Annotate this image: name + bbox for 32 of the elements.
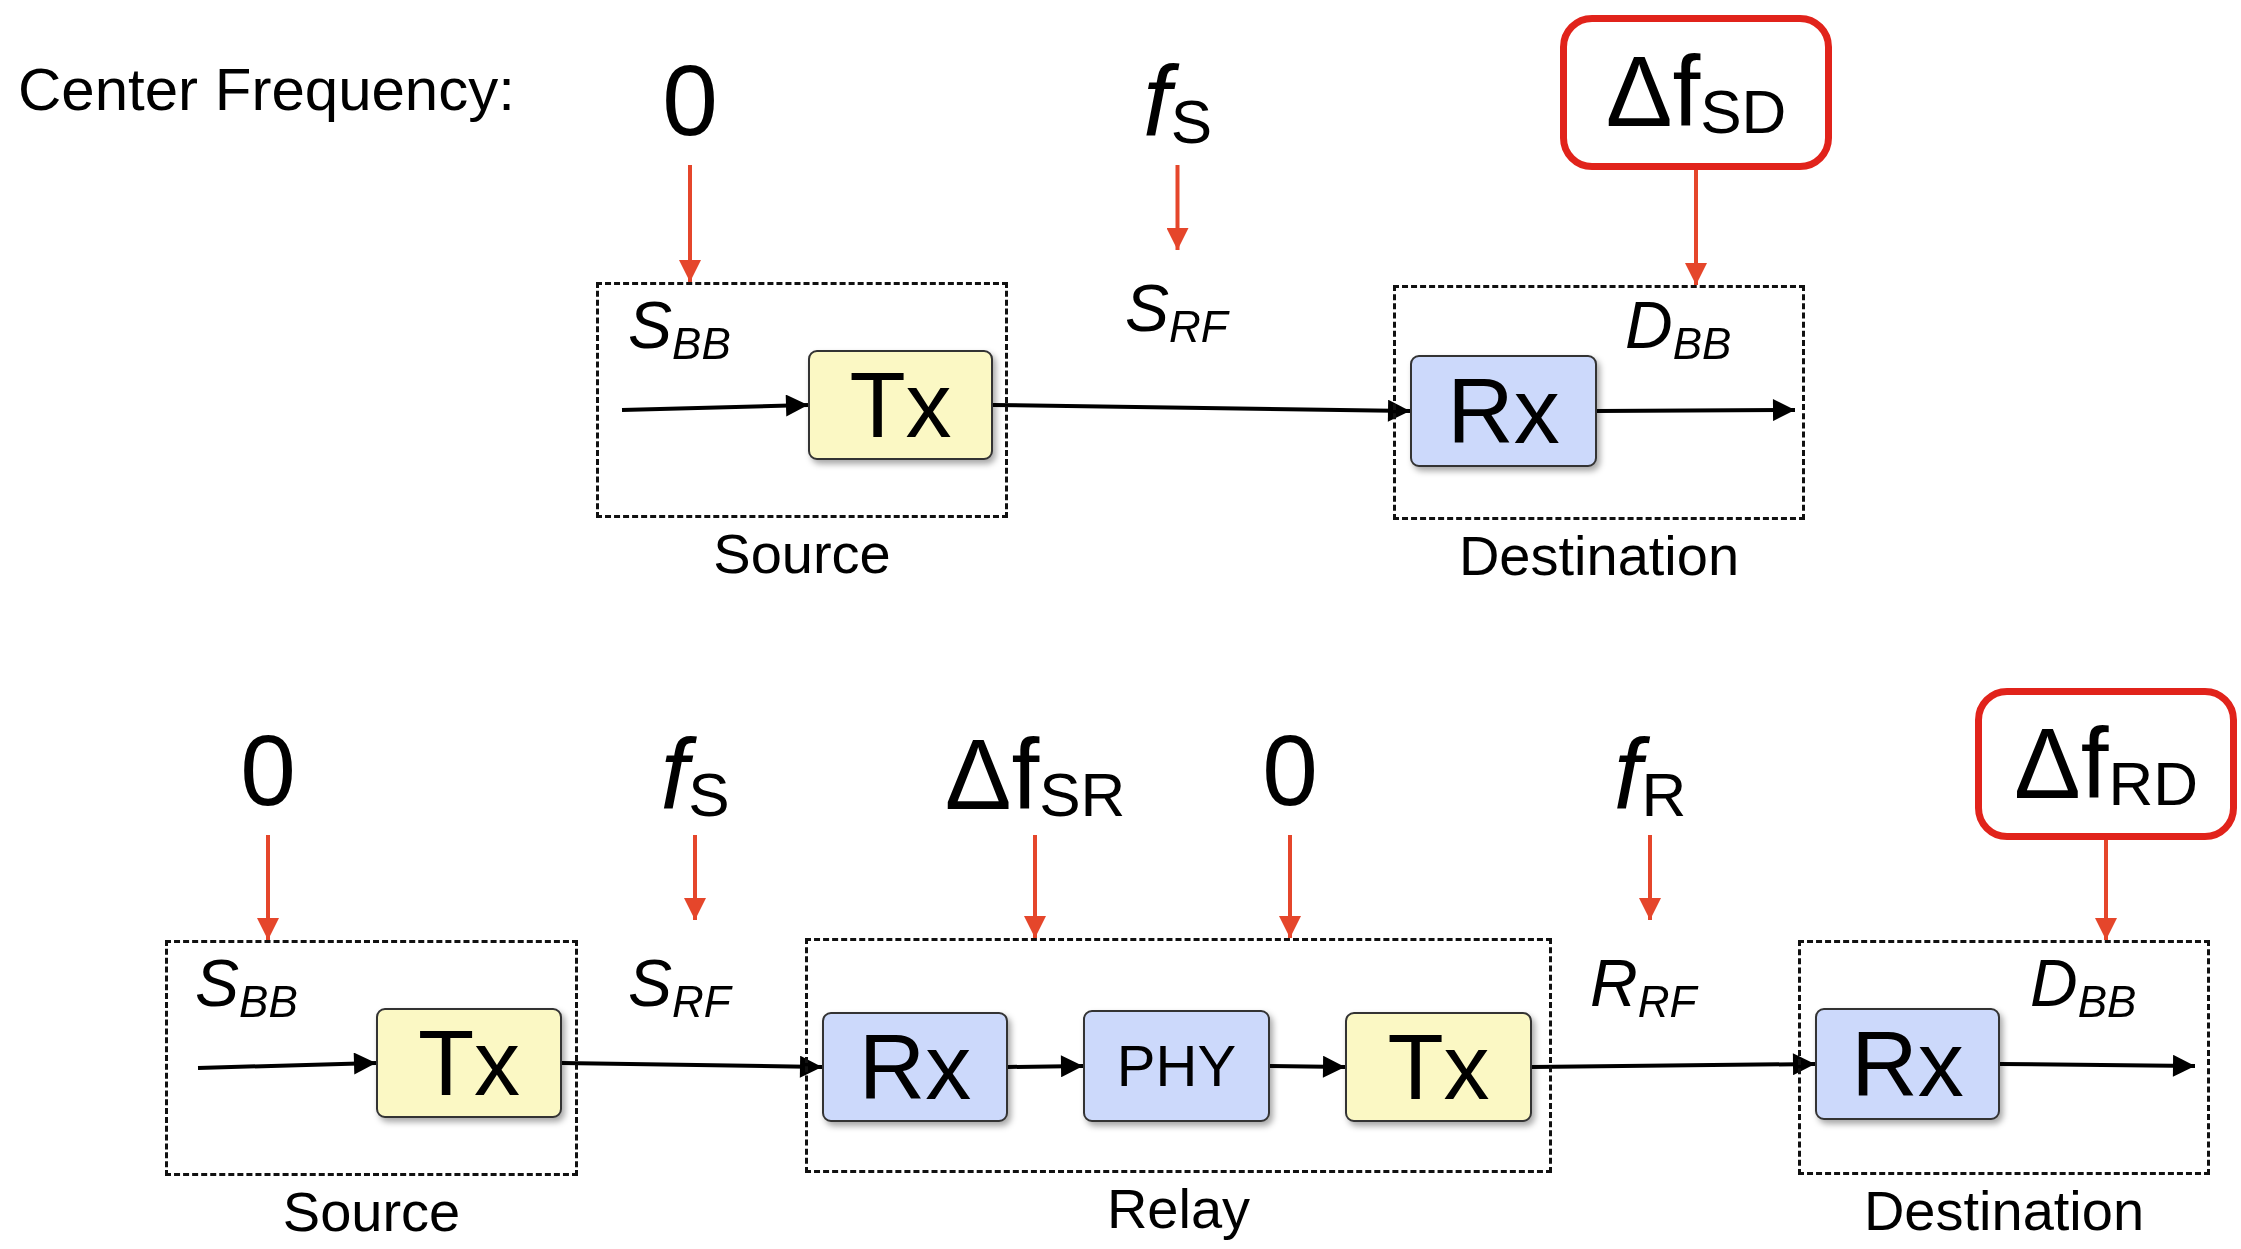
frequency-arrow <box>621 394 809 417</box>
frequency-arrow <box>684 835 706 920</box>
frequency-arrow <box>1685 170 1707 285</box>
processing-block: PHY <box>1083 1010 1270 1122</box>
processing-block: Rx <box>822 1012 1008 1122</box>
group-title: Destination <box>1458 528 1740 584</box>
frequency-arrow <box>1531 1053 1816 1076</box>
processing-block: Rx <box>1815 1008 2000 1120</box>
frequency-arrow <box>257 835 279 940</box>
transmitter-block: Tx <box>808 350 993 460</box>
frequency-arrow <box>561 1055 823 1078</box>
frequency-arrow <box>1007 1055 1084 1078</box>
frequency-arrow <box>1999 1054 2196 1077</box>
group-title: Source <box>713 526 891 582</box>
frequency-arrow <box>679 165 701 282</box>
frequency-arrow <box>1597 399 1795 422</box>
group-title: Source <box>282 1184 461 1240</box>
frequency-arrow <box>1279 835 1301 938</box>
frequency-arrow <box>992 399 1411 422</box>
frequency-arrow <box>1269 1055 1346 1078</box>
axis-caption: Center Frequency: <box>18 60 515 120</box>
highlighted-frequency-box: Δf$_{SD}$ <box>1560 15 1832 170</box>
transmitter-block: Tx <box>1345 1012 1532 1122</box>
frequency-arrow <box>1639 835 1661 920</box>
processing-block: Rx <box>1410 355 1597 467</box>
group-title: Destination <box>1863 1183 2145 1239</box>
frequency-arrow <box>1166 165 1189 250</box>
transmitter-block: Tx <box>376 1008 562 1118</box>
frequency-arrow <box>2095 840 2117 940</box>
frequency-arrow <box>1024 835 1046 938</box>
highlighted-frequency-box: Δf$_{RD}$ <box>1975 688 2237 840</box>
frequency-arrow <box>197 1052 377 1075</box>
